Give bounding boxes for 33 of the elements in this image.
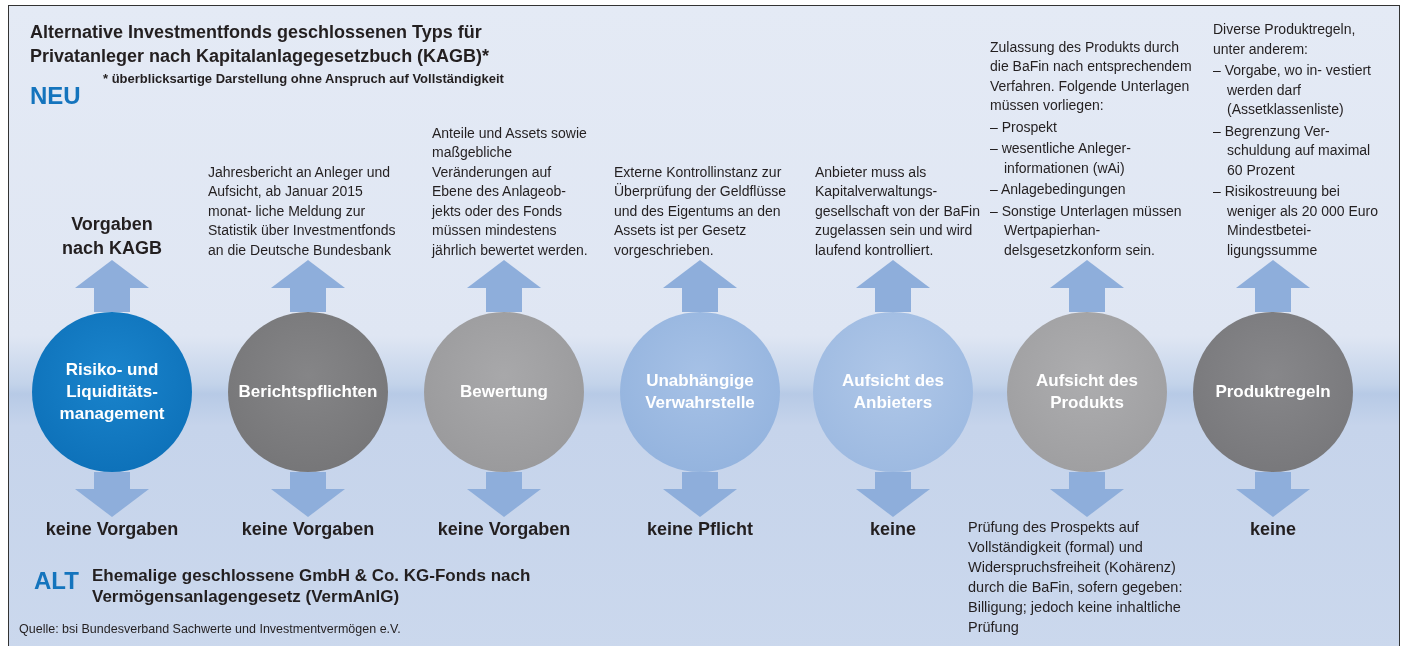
section-label: NEU [30, 82, 81, 110]
list-item: – Begrenzung Ver- schuldung auf maximal 60 Prozent [1213, 121, 1372, 180]
list-item: – Sonstige Unterlagen müssen Wertpapierhan- delsgesetzkonform sein. [990, 201, 1183, 260]
requirement-text: Jahresbericht an Anleger und Aufsicht, ab Januar 2015 monat- liche Meldung zur Statistik über Investmentfonds an die Deutsche Bundesbank [208, 162, 398, 260]
source-note: Quelle: bsi Bundesverband Sachwerte und Investmentvermögen e.V. [19, 622, 401, 636]
requirement-text: Zulassung des Produkts durch die BaFin nach entsprechendem Verfahren. Folgende Unterlagen müssen vorliegen: [990, 37, 1193, 115]
block-arrow [1050, 260, 1124, 312]
block-arrow [467, 260, 541, 312]
block-arrow [467, 472, 541, 517]
list-item: – Anlagebedingungen [990, 180, 1127, 199]
list-item: – Risikostreuung bei weniger als 20 000 Euro Mindestbetei- ligungssumme [1213, 182, 1378, 260]
requirement-text: Anteile und Assets sowie maßgebliche Veränderungen auf Ebene des Anlageob- jekts oder des Fonds müssen mindestens jährlich bewertet werden. [432, 123, 592, 260]
block-arrow [663, 260, 737, 312]
block-arrow [75, 472, 149, 517]
block-arrow [271, 260, 345, 312]
block-arrow [1236, 260, 1310, 312]
requirement-text: Vorgaben nach KAGB [52, 212, 172, 260]
requirement-text: Externe Kontrollinstanz zur Überprüfung der Geldflüsse und des Eigentums an den Assets ist per Gesetz vorgeschrieben. [614, 162, 800, 260]
list-item: – Prospekt [990, 117, 1058, 137]
title: Alternative Investmentfonds geschlossenen Typs für Privatanleger nach Kapitalanlagegesetzbuch (KAGB)* [30, 21, 491, 68]
block-arrow [271, 472, 345, 517]
list-item: – wesentliche Anleger- informationen (wAi) [990, 139, 1132, 178]
requirement-text: Anbieter muss als Kapitalverwaltungs- gesellschaft von der BaFin zugelassen sein und wird laufend kontrolliert. [815, 162, 983, 260]
list-item: – Vorgabe, wo in- vestiert werden darf (Assetklassenliste) [1213, 61, 1372, 119]
block-arrow [663, 472, 737, 517]
requirement-text: Diverse Produktregeln, unter anderem: [1213, 20, 1357, 59]
section-caption: Ehemalige geschlossene GmbH & Co. KG-Fonds nach Vermögensanlagengesetz (VermAnlG) [92, 565, 532, 607]
block-arrow [1236, 472, 1310, 517]
block-arrow [856, 260, 930, 312]
section-label: ALT [34, 567, 79, 595]
block-arrow [75, 260, 149, 312]
footnote: * überblicksartige Darstellung ohne Anspruch auf Vollständigkeit [103, 71, 504, 86]
block-arrow [1050, 472, 1124, 517]
